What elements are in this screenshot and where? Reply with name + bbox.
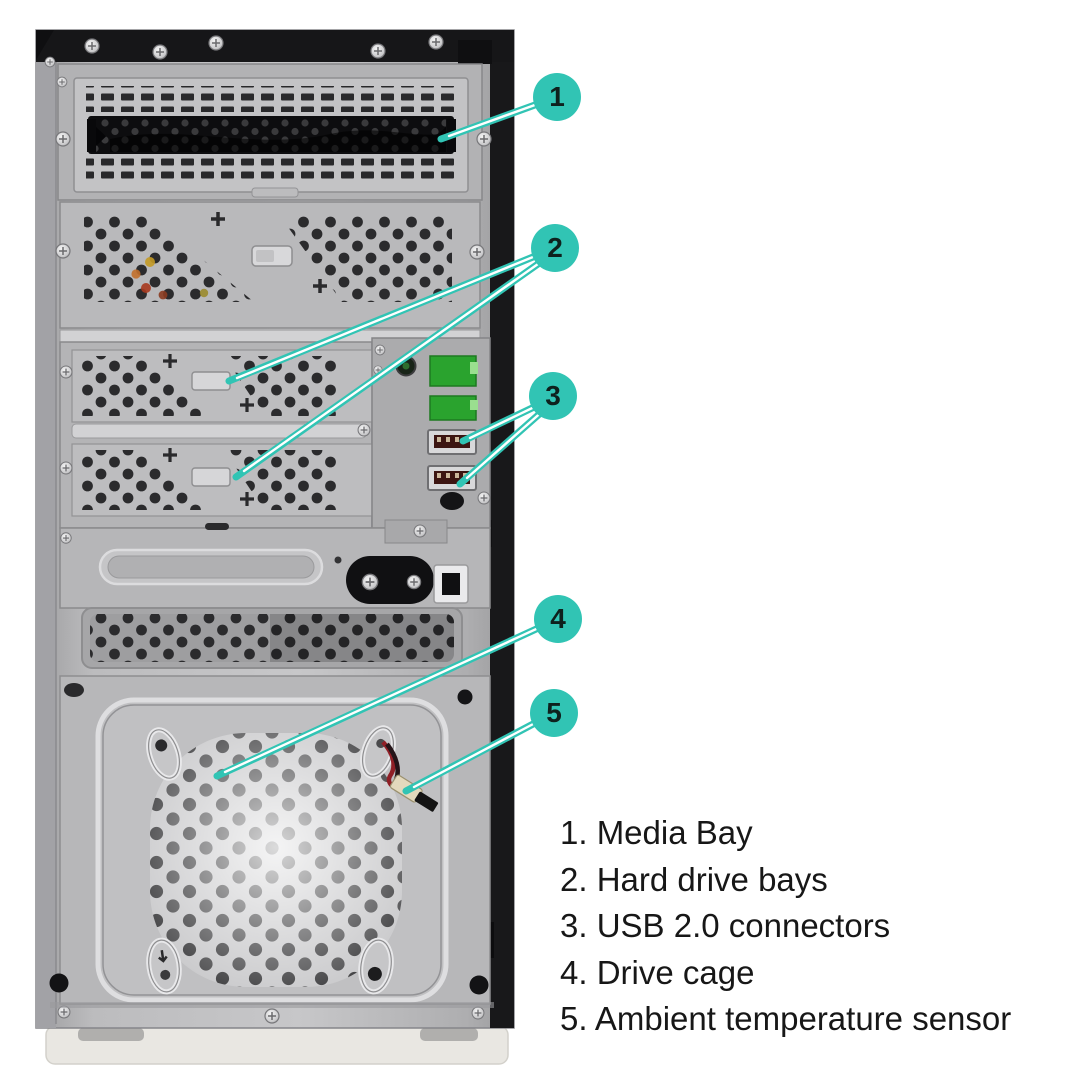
tower-stand bbox=[45, 1025, 509, 1065]
leader-lines bbox=[213, 93, 562, 795]
keyhole-mount-bottom-left bbox=[146, 937, 182, 995]
green-knockout-1 bbox=[429, 355, 478, 387]
callout-2-hard-drive-bays: 2 bbox=[531, 224, 579, 272]
cable-color-glimpse bbox=[131, 257, 209, 300]
hard-drive-bay-1 bbox=[71, 349, 373, 423]
callout-5-ambient-temperature-sensor: 5 bbox=[530, 689, 578, 737]
hard-drive-bay-2 bbox=[71, 443, 373, 517]
cable-hole bbox=[440, 492, 464, 510]
bay-2-latch bbox=[191, 467, 231, 487]
io-sub-panel bbox=[371, 337, 491, 529]
keyhole-mount-bottom-right bbox=[358, 937, 394, 995]
vent-strip bbox=[81, 607, 463, 669]
callout-4-drive-cage: 4 bbox=[534, 595, 582, 643]
callout-3-usb-connectors: 3 bbox=[529, 372, 577, 420]
upper-vent-panel bbox=[55, 201, 485, 343]
legend: 1. Media Bay 2. Hard drive bays 3. USB 2… bbox=[560, 810, 1011, 1043]
drive-cage bbox=[49, 675, 494, 1024]
keyhole-mount-top-right bbox=[360, 725, 396, 779]
keyhole-mount-top-left bbox=[146, 727, 182, 781]
legend-item-4: 4. Drive cage bbox=[560, 953, 755, 991]
right-edge-strip bbox=[490, 30, 514, 1028]
legend-item-5: 5. Ambient temperature sensor bbox=[560, 1000, 1012, 1037]
legend-item-1: 1. Media Bay bbox=[560, 814, 753, 851]
padlock-plate bbox=[346, 556, 434, 604]
hard-drive-bays bbox=[59, 341, 373, 529]
legend-item-3: 3. USB 2.0 connectors bbox=[560, 907, 891, 944]
security-latch bbox=[433, 564, 469, 604]
bay-1-latch bbox=[191, 371, 231, 391]
green-knockout-2 bbox=[429, 395, 478, 421]
callout-1-media-bay: 1 bbox=[533, 73, 581, 121]
fan-grille bbox=[150, 733, 402, 987]
lock-section bbox=[59, 519, 491, 609]
legend-item-2: 2. Hard drive bays bbox=[560, 860, 828, 898]
media-bay bbox=[55, 63, 492, 201]
